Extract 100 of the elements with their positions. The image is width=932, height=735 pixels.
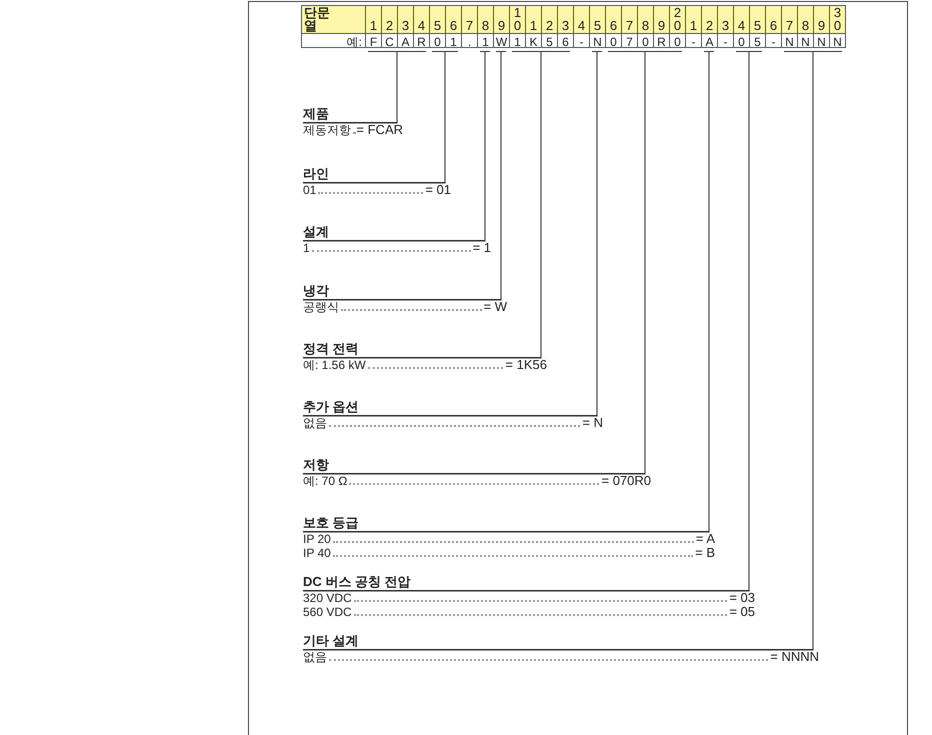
example-character: N [833,35,842,49]
column-number: 7 [466,19,474,32]
example-character: 7 [626,35,633,49]
example-character: C [385,35,394,49]
option-code: = 1 [472,241,491,255]
column-number: 9 [818,19,826,32]
option-code: = N [582,416,603,430]
column-number: 6 [610,19,618,32]
example-character: 1 [482,35,489,49]
example-character: - [692,35,696,49]
example-label: 예: [346,35,363,49]
example-character: 1 [514,35,521,49]
option-description: 예: 1.56 kW [303,358,366,372]
column-number: 8 [482,19,490,32]
option-code: = NNNN [770,650,819,664]
column-number: 8 [642,19,650,32]
column-number: 20 [674,6,682,32]
section-heading: 냉각 [303,283,501,300]
option-description: IP 20 [303,532,331,546]
example-character: W [496,35,508,49]
example-character: 5 [754,35,761,49]
option-code: = 1K56 [505,358,547,372]
column-number: 9 [658,19,666,32]
option-description: 제동저항 [303,123,351,137]
option-description: 01 [303,183,316,197]
example-character: 0 [610,35,617,49]
example-character: N [785,35,794,49]
option-description: 560 VDC [303,605,352,619]
example-character: N [801,35,810,49]
example-character: 0 [434,35,441,49]
section-heading: 제품 [303,106,397,123]
column-number: 4 [738,19,746,32]
option-code: = B [695,546,715,560]
leader-line [302,52,598,416]
column-number: 5 [594,19,602,32]
option-code: = 01 [425,183,451,197]
leader-line [302,52,814,650]
option-description: 없음 [303,416,327,430]
column-number: 10 [514,6,522,32]
option-code: = 070R0 [601,474,651,488]
column-number: 30 [834,6,842,32]
example-character: N [593,35,602,49]
column-number: 1 [690,19,698,32]
column-number: 3 [562,19,570,32]
leader-line [302,52,486,242]
option-code: = FCAR [356,123,403,137]
leader-line [302,52,750,592]
section-heading: 설계 [303,224,485,241]
example-character: A [705,35,714,49]
example-character: 1 [450,35,457,49]
column-number: 7 [626,19,634,32]
option-description: 없음 [303,650,327,664]
leader-line [302,52,542,358]
example-character: 6 [562,35,569,49]
column-number: 6 [770,19,778,32]
example-character: 0 [738,35,745,49]
option-description: 예: 70 Ω [303,474,348,488]
leader-line [302,52,446,184]
column-number: 5 [434,19,442,32]
example-character: R [417,35,426,49]
section-heading: 저항 [303,457,645,474]
example-character: N [817,35,826,49]
example-character: - [772,35,776,49]
option-code: = 03 [729,591,755,605]
column-number: 4 [418,19,426,32]
example-character: K [529,35,538,49]
example-character: - [580,35,584,49]
example-character: - [724,35,728,49]
option-code: = A [696,532,715,546]
example-character: 0 [674,35,681,49]
section-heading: 보호 등급 [303,515,709,532]
leader-line [302,52,710,532]
column-number: 8 [802,19,810,32]
example-character: R [657,35,666,49]
example-character: . [468,35,472,49]
section-heading: 라인 [303,166,445,183]
column-number: 9 [498,19,506,32]
section-heading: 추가 옵션 [303,399,597,416]
section-heading: 정격 전력 [303,341,541,358]
option-code: = W [484,300,507,314]
example-character: 5 [546,35,553,49]
column-number: 2 [546,19,554,32]
column-number: 1 [370,19,378,32]
column-number: 2 [386,19,394,32]
example-character: F [370,35,378,49]
column-number: 3 [722,19,730,32]
column-number: 6 [450,19,458,32]
example-character: A [401,35,410,49]
leader-line [302,52,398,124]
option-description: 공랭식 [303,300,339,314]
option-description: 320 VDC [303,591,352,605]
column-number: 2 [706,19,714,32]
example-character: 0 [642,35,649,49]
leader-line [302,52,646,474]
option-description: IP 40 [303,546,331,560]
leader-line [302,52,502,300]
column-number: 7 [786,19,794,32]
column-number: 4 [578,19,586,32]
option-description: 1 [303,241,310,255]
column-number: 3 [402,19,410,32]
